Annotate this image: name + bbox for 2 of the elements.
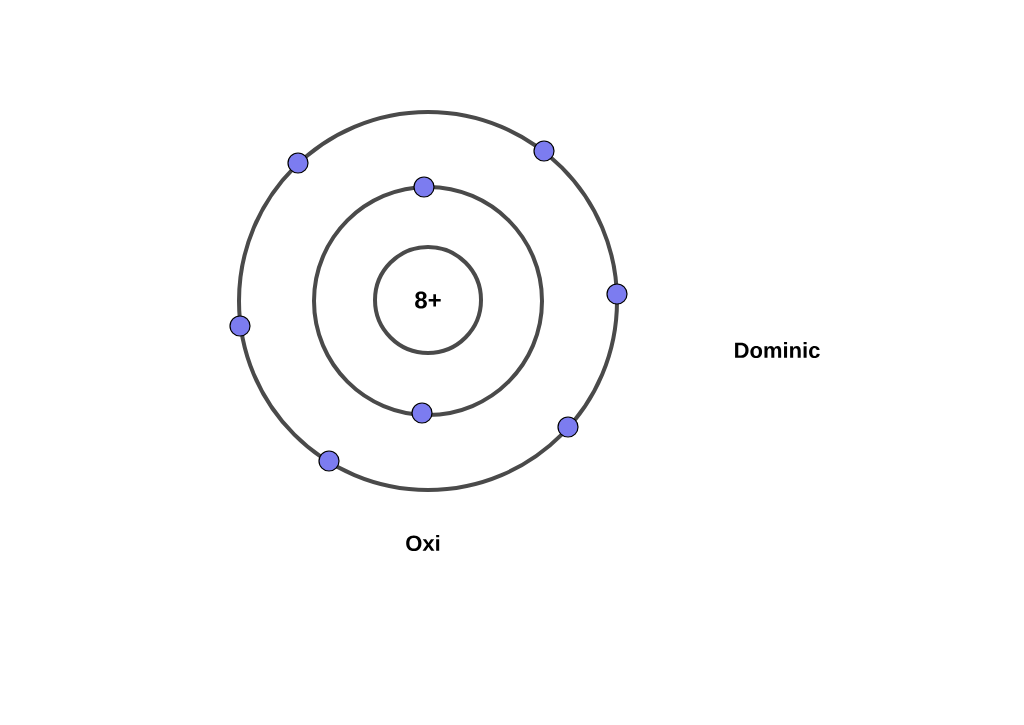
author-name: Dominic — [735, 341, 820, 359]
element-name: Oxi — [406, 534, 440, 552]
